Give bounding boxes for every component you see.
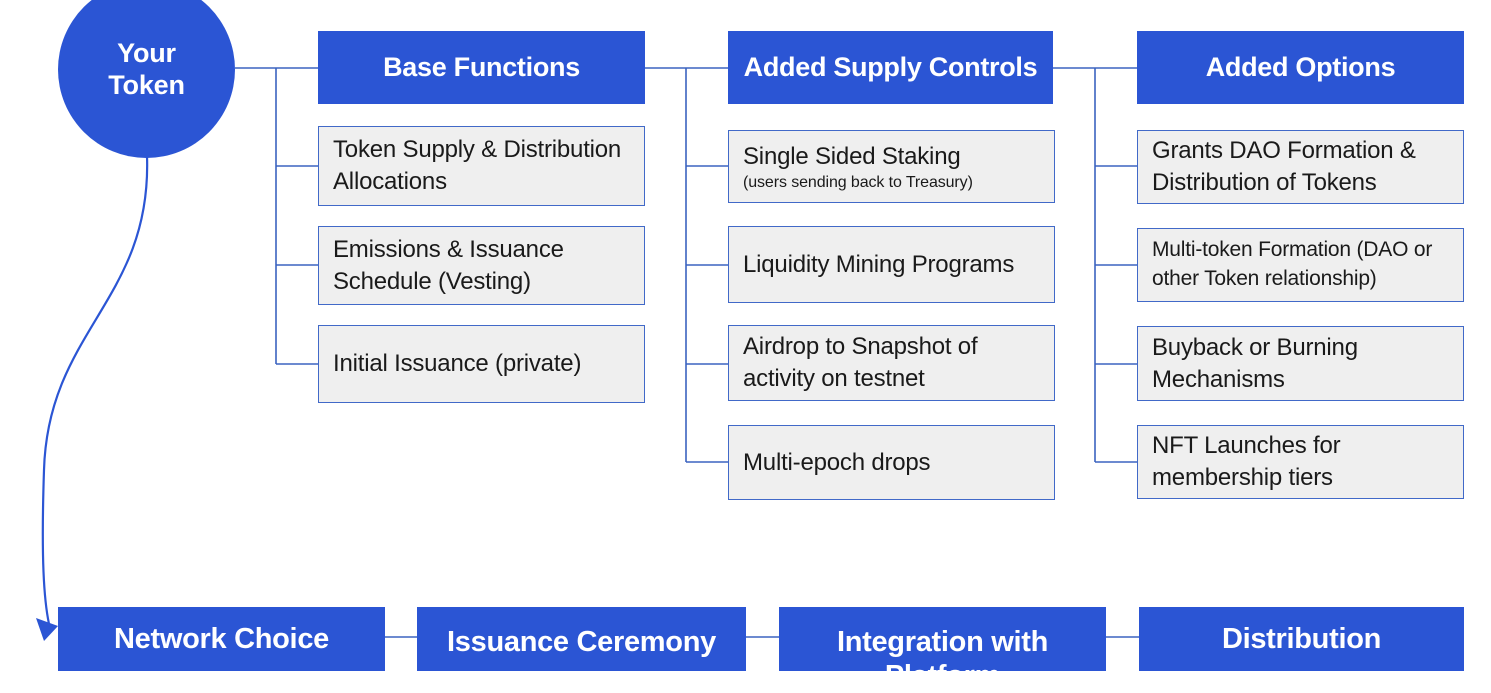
bottom-box-label: Distribution	[1221, 622, 1382, 655]
leaf-box-text: Airdrop to Snapshot of activity on testn…	[743, 333, 978, 392]
leaf-box-initial-issuance[interactable]: Initial Issuance (private)	[318, 325, 645, 403]
curved-arrow-root-to-network	[41, 155, 149, 625]
leaf-box-multi-epoch-drops[interactable]: Multi-epoch drops	[728, 425, 1055, 500]
bottom-box-integration-with-platform[interactable]: Integration with Platform	[779, 607, 1106, 692]
column-header-added-options[interactable]: Added Options	[1137, 31, 1464, 104]
leaf-box-emissions-issuance[interactable]: Emissions & Issuance Schedule (Vesting)	[318, 226, 645, 305]
leaf-box-text: Buyback or Burning Mechanisms	[1152, 333, 1358, 393]
leaf-box-buyback-burning[interactable]: Buyback or Burning Mechanisms	[1137, 326, 1464, 401]
leaf-box-single-sided-staking[interactable]: Single Sided Staking (users sending back…	[728, 130, 1055, 203]
bottom-box-label: Integration with Platform	[836, 626, 1049, 693]
leaf-box-grants-dao-formation[interactable]: Grants DAO Formation & Distribution of T…	[1137, 130, 1464, 204]
bottom-box-issuance-ceremony[interactable]: Issuance Ceremony	[417, 607, 746, 671]
leaf-box-text: Grants DAO Formation & Distribution of T…	[1152, 137, 1416, 196]
leaf-box-subtext: (users sending back to Treasury)	[743, 174, 973, 192]
leaf-box-text: Multi-epoch drops	[743, 448, 931, 476]
leaf-box-text: Single Sided Staking	[743, 142, 961, 170]
leaf-box-text: Multi-token Formation (DAO or other Toke…	[1152, 238, 1433, 290]
leaf-box-text: Emissions & Issuance Schedule (Vesting)	[333, 235, 564, 295]
bottom-box-label: Issuance Ceremony	[447, 626, 716, 658]
leaf-box-liquidity-mining[interactable]: Liquidity Mining Programs	[728, 226, 1055, 303]
bottom-box-label: Network Choice	[114, 622, 329, 655]
leaf-box-multi-token-formation[interactable]: Multi-token Formation (DAO or other Toke…	[1137, 228, 1464, 302]
leaf-box-text: NFT Launches for membership tiers	[1152, 432, 1341, 491]
column-header-label: Base Functions	[383, 51, 580, 82]
leaf-box-nft-launches[interactable]: NFT Launches for membership tiers	[1137, 425, 1464, 499]
column-header-base-functions[interactable]: Base Functions	[318, 31, 645, 104]
column-header-label: Added Supply Controls	[743, 51, 1038, 82]
leaf-box-text: Liquidity Mining Programs	[743, 250, 1015, 278]
leaf-box-text: Token Supply & Distribution Allocations	[333, 136, 622, 195]
column-header-label: Added Options	[1205, 51, 1396, 82]
bottom-box-network-choice[interactable]: Network Choice	[58, 607, 385, 671]
leaf-box-token-supply[interactable]: Token Supply & Distribution Allocations	[318, 126, 645, 206]
bottom-box-distribution[interactable]: Distribution	[1139, 607, 1464, 671]
arrowhead-icon	[36, 618, 58, 641]
leaf-box-text: Initial Issuance (private)	[333, 350, 582, 378]
column-header-added-supply-controls[interactable]: Added Supply Controls	[728, 31, 1053, 104]
leaf-box-airdrop-snapshot[interactable]: Airdrop to Snapshot of activity on testn…	[728, 325, 1055, 401]
